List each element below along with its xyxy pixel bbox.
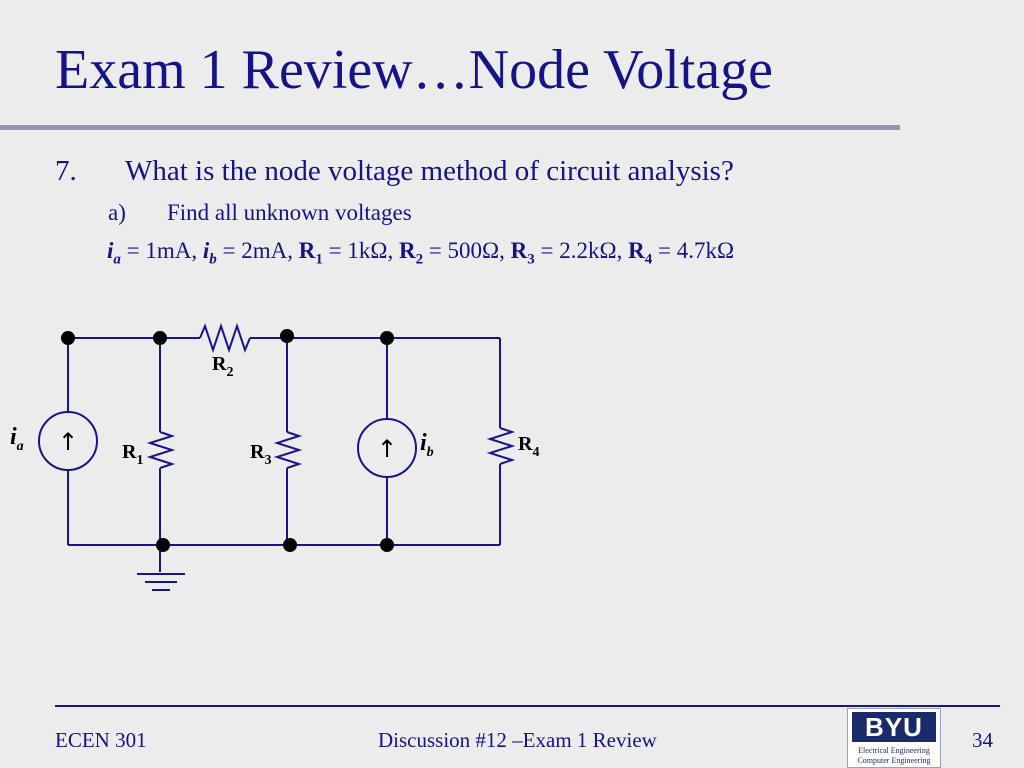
r3-symbol: R <box>510 238 528 263</box>
footer-divider <box>55 705 1000 707</box>
ib-subscript: b <box>209 251 217 268</box>
node-dot <box>283 538 297 552</box>
ia-label-sub: a <box>17 439 24 454</box>
r1-symbol: R <box>298 238 316 263</box>
node-dot <box>380 331 394 345</box>
ia-subscript: a <box>113 251 121 268</box>
r4-label: R4 <box>518 433 539 460</box>
r3-resistor <box>273 431 303 469</box>
footer-title: Discussion #12 –Exam 1 Review <box>378 728 657 752</box>
r4-label-sub: 4 <box>532 445 539 460</box>
node-dot <box>156 538 170 552</box>
r1-label-sub: 1 <box>136 453 143 468</box>
r3-value: = 2.2kΩ, <box>534 238 629 263</box>
r4-value: = 4.7kΩ <box>652 238 735 263</box>
r4-symbol: R <box>628 238 645 263</box>
ia-value: = 1mA, <box>120 238 203 263</box>
slide-title: Exam 1 Review…Node Voltage <box>55 39 774 101</box>
logo-line-1: Electrical Engineering <box>858 746 930 755</box>
r3-label-sub: 3 <box>264 453 271 468</box>
sub-question-letter: a) <box>108 200 126 225</box>
r1-label: R1 <box>122 441 143 468</box>
node-dot <box>380 538 394 552</box>
ib-label-main: i <box>420 430 427 456</box>
r3-label: R3 <box>250 441 271 468</box>
r2-subscript: 2 <box>415 251 424 268</box>
r2-symbol: R <box>398 238 416 263</box>
node-dot <box>61 331 75 345</box>
byu-logo: BYU Electrical Engineering Computer Engi… <box>847 708 941 768</box>
r4-subscript: 4 <box>644 251 653 268</box>
r1-subscript: 1 <box>315 251 323 268</box>
byu-logo-mark: BYU <box>852 712 936 742</box>
r2-value: = 500Ω, <box>423 238 511 263</box>
r2-label: R2 <box>212 353 233 380</box>
logo-line-2: Computer Engineering <box>857 756 931 765</box>
node-dot <box>280 329 294 343</box>
r2-label-sub: 2 <box>226 365 233 380</box>
given-values: ia = 1mA, ib = 2mA, R1 = 1kΩ, R2 = 500Ω,… <box>107 238 734 269</box>
ia-symbol: i <box>107 238 114 263</box>
r4-resistor <box>486 427 516 465</box>
node-dot <box>153 331 167 345</box>
question-text: What is the node voltage method of circu… <box>125 155 734 187</box>
r3-subscript: 3 <box>527 251 535 268</box>
page-number: 34 <box>972 728 993 752</box>
question-number: 7. <box>55 155 77 187</box>
ia-arrow: ↑ <box>58 428 78 456</box>
footer-course: ECEN 301 <box>55 728 147 752</box>
r2-resistor <box>199 322 251 354</box>
sub-question-text: Find all unknown voltages <box>167 200 412 225</box>
ib-label-sub: b <box>427 445 434 460</box>
ground-symbol <box>137 573 185 591</box>
r4-label-main: R <box>518 433 533 455</box>
r1-resistor <box>146 431 176 469</box>
ib-value: = 2mA, <box>216 238 299 263</box>
r1-value: = 1kΩ, <box>322 238 399 263</box>
r2-label-main: R <box>212 353 227 375</box>
ib-symbol: i <box>202 238 210 263</box>
ib-arrow: ↑ <box>377 435 397 463</box>
r3-label-main: R <box>250 441 265 463</box>
ia-label-main: i <box>10 424 17 450</box>
title-divider <box>0 125 900 130</box>
r1-label-main: R <box>122 441 137 463</box>
ib-label: ib <box>420 430 434 460</box>
ia-label: ia <box>10 424 24 454</box>
